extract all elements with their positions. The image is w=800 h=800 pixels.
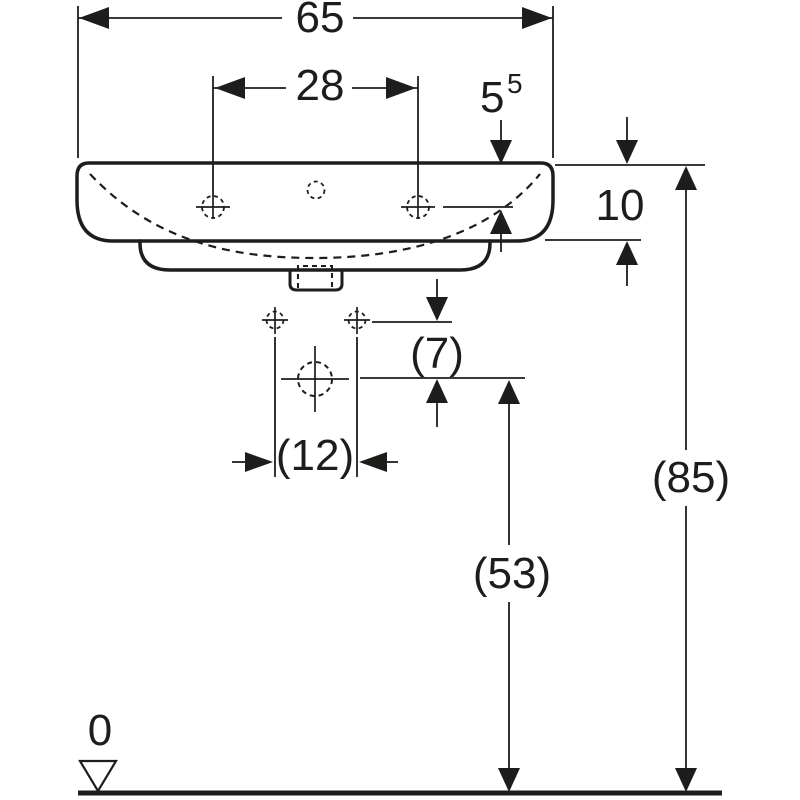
dim-tap-hole-offset: 5 5 [443, 68, 523, 252]
drain-hole [281, 346, 349, 412]
overflow-hole-circle [306, 180, 326, 200]
dim-tap-hole-spacing: 28 [212, 61, 419, 196]
arrow-left-icon [359, 452, 387, 472]
dim-drain-outlet-height-label: (53) [473, 549, 551, 598]
arrow-right-icon [386, 77, 416, 99]
dim-fixing-to-drain: (7) [360, 279, 525, 427]
arrow-right-icon [245, 452, 273, 472]
basin-lower-tier [138, 239, 492, 272]
basin-outline [75, 161, 555, 292]
arrow-down-icon [675, 768, 697, 792]
overflow-hole [306, 180, 326, 200]
arrow-up-icon [616, 241, 638, 265]
dim-tap-offset-superscript: 5 [507, 68, 523, 99]
tap-hole-right [401, 195, 435, 219]
arrow-left-icon [215, 77, 245, 99]
tap-hole-left [196, 195, 230, 219]
datum-triangle-icon [78, 759, 118, 794]
arrow-right-icon [522, 7, 552, 29]
arrow-up-icon [675, 166, 697, 190]
arrow-down-icon [498, 768, 520, 792]
arrow-down-icon [616, 140, 638, 164]
arrow-left-icon [79, 7, 109, 29]
dim-overall-width: 65 [77, 0, 554, 158]
arrow-up-icon [426, 379, 448, 403]
dim-rim-height-label: (85) [652, 453, 730, 502]
floor-datum-label: 0 [88, 706, 112, 755]
arrow-down-icon [426, 297, 448, 321]
fixing-hole-right [344, 307, 370, 334]
arrow-up-icon [498, 380, 520, 404]
drain-stub-outline [288, 270, 344, 292]
dim-tap-offset-label: 5 [480, 73, 504, 122]
dim-fixing-to-drain-label: (7) [410, 329, 464, 378]
dim-overall-width-label: 65 [296, 0, 345, 42]
dim-fixing-hole-spacing-label: (12) [276, 431, 354, 480]
fixing-hole-left [262, 307, 288, 334]
dim-apron-height-label: 10 [596, 181, 645, 230]
floor-datum: 0 [78, 706, 722, 796]
dim-drain-outlet-height: (53) [473, 380, 551, 792]
basin-main-body [75, 161, 555, 243]
arrow-down-icon [490, 140, 512, 164]
arrow-up-icon [490, 210, 512, 234]
dim-fixing-hole-spacing: (12) [232, 337, 398, 480]
drain-stub-hidden-edge [297, 265, 333, 288]
dim-tap-spacing-label: 28 [296, 61, 345, 110]
dim-rim-height: (85) [652, 166, 730, 792]
dim-apron-height: 10 [545, 117, 705, 286]
